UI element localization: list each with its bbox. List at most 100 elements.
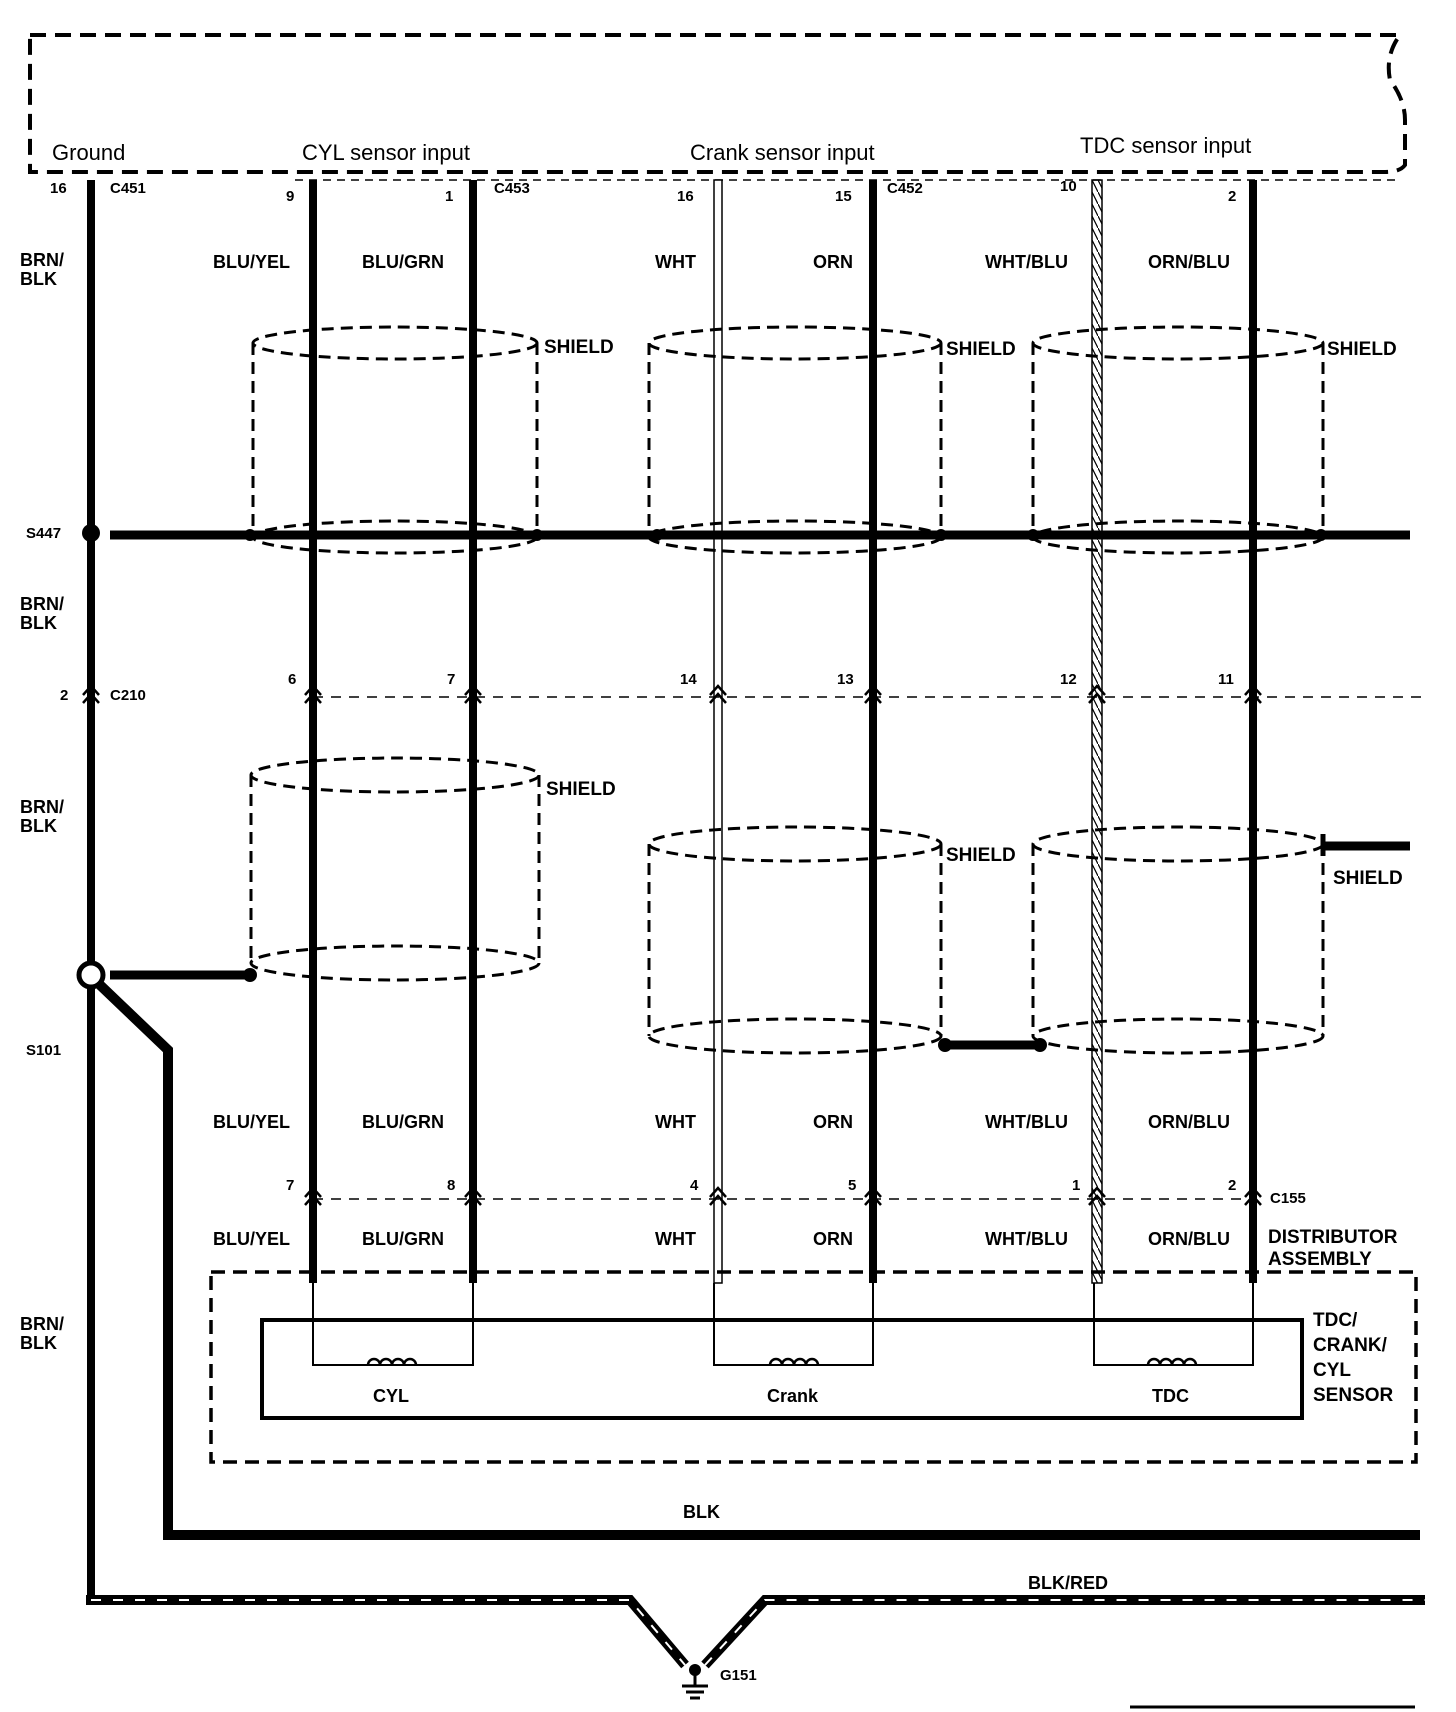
junction-dot xyxy=(1027,529,1039,541)
wire-blk-red-stripe xyxy=(91,1599,686,1666)
pin-top-crank-orn: 15 xyxy=(835,188,852,205)
pin-top-ground: 16 xyxy=(50,180,67,197)
pin-mid-crank-orn: 13 xyxy=(837,671,854,688)
sensor-label-3: CYL xyxy=(1313,1360,1351,1381)
ground-icon xyxy=(682,1664,708,1700)
pin-mid-cyl-grn: 7 xyxy=(447,671,455,688)
label-brn-blk-4b: BLK xyxy=(20,1333,57,1353)
junction-dot xyxy=(531,529,543,541)
label-wht-upper: WHT xyxy=(655,252,696,272)
pin-low-cyl-grn: 8 xyxy=(447,1177,455,1194)
header-crank-sensor-input: Crank sensor input xyxy=(690,140,875,165)
pin-low-tdc-ornblu: 2 xyxy=(1228,1177,1236,1194)
shield-upper-cyl xyxy=(251,325,539,555)
connector-c453: C453 xyxy=(494,180,530,197)
coil-label-cyl: CYL xyxy=(373,1386,409,1406)
connector-c210-arrows xyxy=(82,684,1262,704)
junction-dot xyxy=(935,529,947,541)
pin-low-tdc-whtblu: 1 xyxy=(1072,1177,1080,1194)
pin-top-crank-wht: 16 xyxy=(677,188,694,205)
sensor-label-4: SENSOR xyxy=(1313,1385,1394,1406)
pin-top-tdc-whtblu: 10 xyxy=(1060,178,1077,195)
shield-upper-tdc xyxy=(1031,325,1325,555)
label-brn-blk-3a: BRN/ xyxy=(20,797,64,817)
label-blu-grn-upper: BLU/GRN xyxy=(362,252,444,272)
label-wht-blu-low: WHT/BLU xyxy=(985,1229,1068,1249)
label-blk: BLK xyxy=(683,1502,720,1522)
connector-c451: C451 xyxy=(110,180,146,197)
pin-low-crank-wht: 4 xyxy=(690,1177,699,1194)
sensor-label-2: CRANK/ xyxy=(1313,1335,1388,1356)
sensor-label-1: TDC/ xyxy=(1313,1310,1358,1331)
label-brn-blk-1b: BLK xyxy=(20,269,57,289)
pin-mid-tdc-ornblu: 11 xyxy=(1218,671,1234,688)
label-blu-grn-low: BLU/GRN xyxy=(362,1229,444,1249)
header-ground: Ground xyxy=(52,140,125,165)
shield-label-2: SHIELD xyxy=(946,339,1016,360)
sensor-box xyxy=(260,1318,1304,1420)
connector-c452: C452 xyxy=(887,180,923,197)
pin-mid-ground: 2 xyxy=(60,687,68,704)
shield-label-1: SHIELD xyxy=(544,337,614,358)
splice-s447: S447 xyxy=(26,525,61,542)
junction-dot xyxy=(243,968,257,982)
pin-top-tdc-ornblu: 2 xyxy=(1228,188,1236,205)
label-brn-blk-3b: BLK xyxy=(20,816,57,836)
coil-cyl-icon xyxy=(366,1357,418,1366)
shield-lower-cyl xyxy=(249,756,541,982)
splice-s101-dot xyxy=(76,960,106,990)
sensor-leads xyxy=(312,1283,1254,1366)
label-blk-red: BLK/RED xyxy=(1028,1573,1108,1593)
label-brn-blk-2b: BLK xyxy=(20,613,57,633)
shield-label-6: SHIELD xyxy=(1333,868,1403,889)
junction-dot xyxy=(244,529,256,541)
label-wht-low: WHT xyxy=(655,1229,696,1249)
coil-crank-icon xyxy=(768,1357,820,1366)
header-cyl-sensor-input: CYL sensor input xyxy=(302,140,470,165)
label-brn-blk-2a: BRN/ xyxy=(20,594,64,614)
shield-upper-crank xyxy=(647,325,943,555)
distributor-label-2: ASSEMBLY xyxy=(1268,1249,1372,1270)
pin-low-cyl-yel: 7 xyxy=(286,1177,294,1194)
header-tdc-sensor-input: TDC sensor input xyxy=(1080,133,1251,158)
label-blu-yel-low: BLU/YEL xyxy=(213,1229,290,1249)
wire-blk xyxy=(96,981,1420,1540)
shield-label-3: SHIELD xyxy=(1327,339,1397,360)
splice-s101: S101 xyxy=(26,1042,61,1059)
connector-c155: C155 xyxy=(1270,1190,1306,1207)
distributor-assembly-box xyxy=(209,1270,1418,1464)
connector-c210: C210 xyxy=(110,687,146,704)
junction-dot xyxy=(651,529,663,541)
splice-s447-dot xyxy=(82,524,100,542)
junction-dot xyxy=(1033,1038,1047,1052)
coil-label-crank: Crank xyxy=(767,1386,819,1406)
label-orn-blu-mid: ORN/BLU xyxy=(1148,1112,1230,1132)
shield-label-5: SHIELD xyxy=(946,845,1016,866)
label-wht-blu-mid: WHT/BLU xyxy=(985,1112,1068,1132)
wire-wht-blu xyxy=(1091,179,1103,1284)
coil-tdc-icon xyxy=(1146,1357,1198,1366)
label-brn-blk-4a: BRN/ xyxy=(20,1314,64,1334)
label-brn-blk-1a: BRN/ xyxy=(20,250,64,270)
shield-label-4: SHIELD xyxy=(546,779,616,800)
label-orn-low: ORN xyxy=(813,1229,853,1249)
junction-dot xyxy=(1315,529,1327,541)
label-orn-blu-upper: ORN/BLU xyxy=(1148,252,1230,272)
label-orn-mid: ORN xyxy=(813,1112,853,1132)
pin-low-crank-orn: 5 xyxy=(848,1177,856,1194)
label-wht-mid: WHT xyxy=(655,1112,696,1132)
wire-blk-red-left xyxy=(86,1595,689,1669)
label-blu-yel-mid: BLU/YEL xyxy=(213,1112,290,1132)
junction-dot xyxy=(938,1038,952,1052)
label-orn-blu-low: ORN/BLU xyxy=(1148,1229,1230,1249)
wire-blk-red-right xyxy=(701,1595,1425,1669)
connector-c155-arrows xyxy=(304,1186,1262,1206)
pin-mid-tdc-whtblu: 12 xyxy=(1060,671,1077,688)
coil-label-tdc: TDC xyxy=(1152,1386,1189,1406)
pin-top-cyl-yel: 9 xyxy=(286,188,294,205)
pin-mid-cyl-yel: 6 xyxy=(288,671,296,688)
pin-mid-crank-wht: 14 xyxy=(680,671,697,688)
shield-lower-crank xyxy=(647,825,943,1055)
wire-blk-red-stripe xyxy=(704,1599,1425,1666)
label-blu-yel-upper: BLU/YEL xyxy=(213,252,290,272)
